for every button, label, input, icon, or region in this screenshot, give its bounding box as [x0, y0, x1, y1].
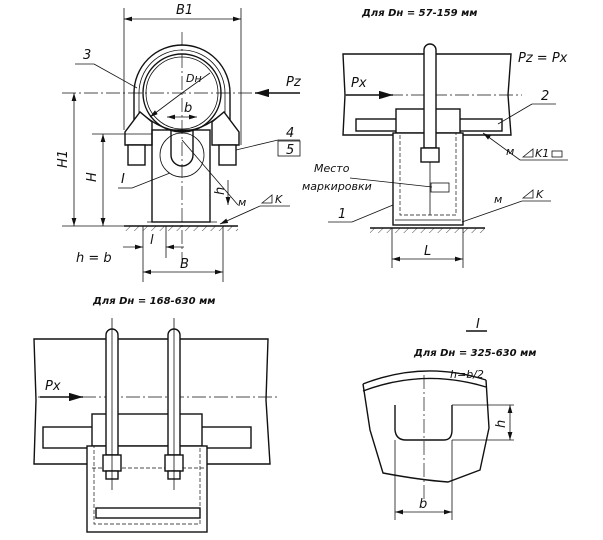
detail-i: I Для Dн = 325-630 мм h=b/2 h b: [362, 317, 536, 520]
right-lug: [211, 110, 240, 146]
force-px-label: Px: [351, 76, 367, 91]
detail-title: Для Dн = 325-630 мм: [413, 348, 536, 359]
weld-m2-label: м: [494, 193, 502, 206]
weld-triangle-icon: [260, 194, 273, 204]
force-pz-label: Pz: [286, 75, 302, 90]
dim-b1-label: B1: [176, 3, 193, 18]
part-5-label: 5: [286, 143, 294, 158]
side-view-small: Для Dн = 57-159 мм Px Pz = Px 2 м K1 м K…: [302, 8, 568, 268]
detail-window: [394, 405, 453, 441]
pipe-section-large: [33, 338, 271, 465]
force-px-large-label: Px: [45, 379, 61, 394]
marking-place: [430, 182, 450, 193]
weld-triangle-icon: [521, 189, 534, 199]
dim-dn-label: Dн: [186, 72, 202, 85]
front-view: B1 Dн b Pz H1 H: [56, 3, 302, 282]
u-bolt-left: [102, 318, 122, 490]
dim-h1-label: H1: [56, 150, 71, 168]
force-eq-label: Pz = Px: [518, 51, 568, 66]
dim-b-label: b: [184, 101, 192, 116]
side-view-large: Для Dн = 168-630 мм Px: [33, 296, 280, 533]
dim-l-label: l: [150, 233, 154, 248]
left-lug: [124, 110, 153, 146]
weld-triangle-icon: [521, 148, 534, 158]
dim-l-side-label: L: [424, 244, 431, 259]
weld-m1-label: м: [506, 145, 514, 158]
part-3-label: 3: [83, 48, 91, 63]
marking-label-2: маркировки: [302, 180, 372, 193]
dim-b-base-label: B: [180, 257, 189, 272]
part-4-label: 4: [286, 126, 294, 141]
detail-outline: [362, 379, 490, 483]
weld-k1-label: K1: [535, 147, 549, 160]
detail-ref-label: I: [121, 172, 125, 187]
detail-ref: I: [476, 317, 480, 332]
side-large-title: Для Dн = 168-630 мм: [92, 296, 215, 307]
left-nut: [127, 144, 146, 166]
note-h-eq-b: h = b: [76, 251, 112, 266]
weld-m-label: м: [238, 196, 246, 209]
detail-dim-h: h: [494, 420, 509, 428]
part-1-label: 1: [338, 207, 346, 222]
dim-h-small-label: h: [213, 187, 228, 195]
dim-h-label: H: [85, 172, 100, 182]
part-2-label: 2: [541, 89, 549, 104]
u-bolt-right: [164, 318, 184, 490]
weld-k2-label: K: [536, 188, 544, 201]
right-nut: [218, 144, 237, 166]
u-bolt: [423, 43, 437, 149]
marking-label-1: Место: [314, 162, 350, 175]
side-small-title: Для Dн = 57-159 мм: [361, 8, 477, 19]
detail-dim-b: b: [419, 497, 427, 512]
weld-k-label: K: [275, 193, 283, 206]
nut: [420, 147, 440, 163]
